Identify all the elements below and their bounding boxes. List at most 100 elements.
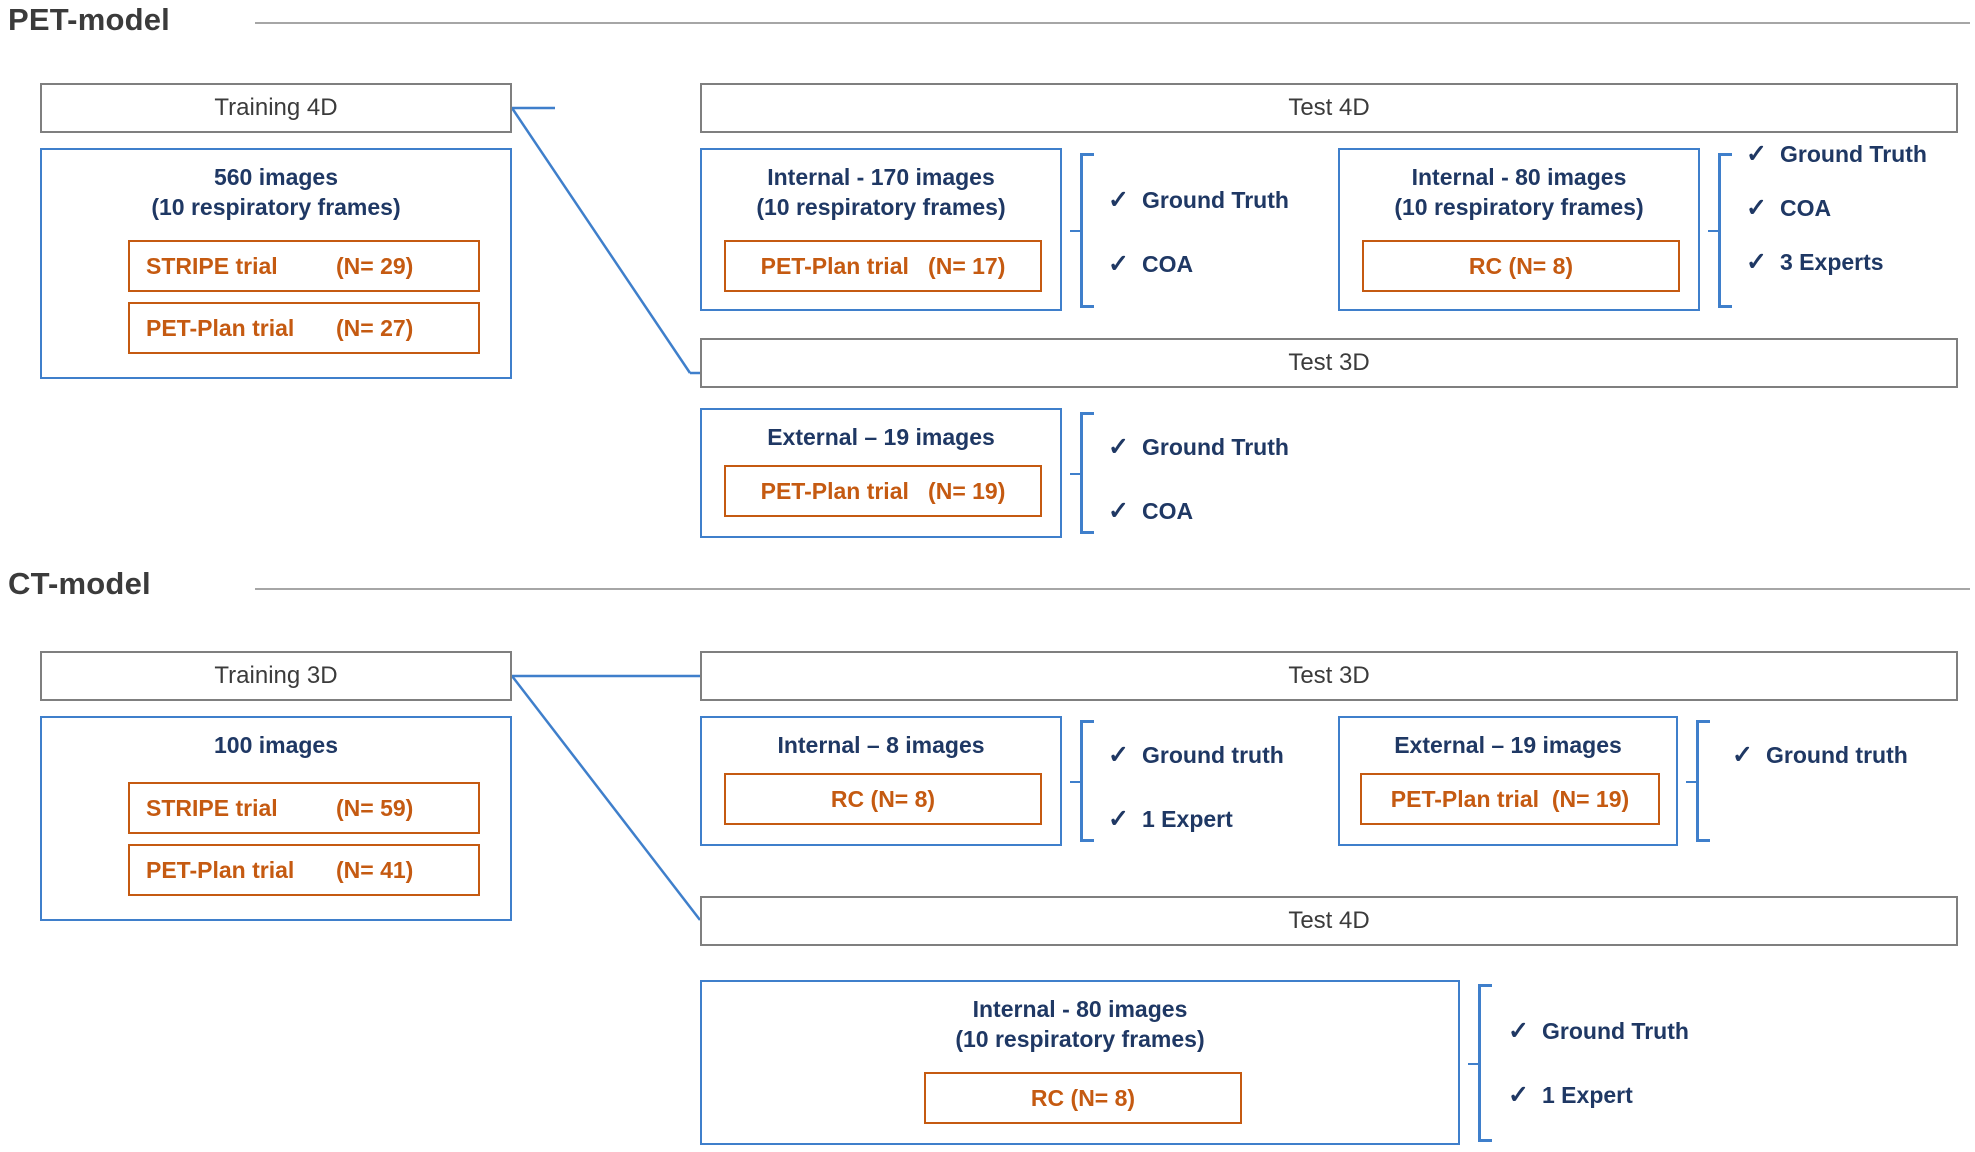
check-icon: ✓ (1746, 194, 1767, 222)
check-item: ✓ COA (1108, 496, 1289, 526)
check-label: Ground truth (1766, 741, 1908, 768)
group-headline: External – 19 images (1394, 732, 1622, 758)
training-headline: 560 images (10 respiratory frames) (151, 164, 401, 221)
bracket-external-19-ct (1696, 720, 1710, 842)
bar-test-4d-pet: Test 4D (700, 83, 1958, 133)
check-icon: ✓ (1108, 433, 1129, 461)
check-item: ✓ Ground truth (1108, 740, 1284, 770)
group-headline: Internal - 80 images (10 respiratory fra… (1394, 164, 1644, 221)
section-rule-ct (255, 588, 1970, 590)
checklist-internal-80-ct: ✓ Ground Truth ✓ 1 Expert (1508, 1016, 1689, 1110)
trial-name: STRIPE trial (146, 794, 278, 821)
check-label: Ground Truth (1142, 186, 1289, 213)
trial-count: (N= 41) (336, 856, 414, 883)
trial-count: (N= 27) (336, 314, 414, 341)
bracket-nub (1070, 230, 1082, 232)
check-item: ✓ 1 Expert (1508, 1080, 1689, 1110)
trial-name: PET-Plan trial (146, 314, 295, 341)
check-label: Ground Truth (1780, 140, 1927, 167)
group-headline: External – 19 images (767, 424, 995, 450)
bar-label: Training 4D (214, 94, 338, 121)
check-label: 3 Experts (1780, 248, 1884, 275)
trial-box-petplan-19-pet: PET-Plan trial (N= 19) (724, 465, 1042, 517)
check-item: ✓ COA (1746, 193, 1927, 223)
check-icon: ✓ (1108, 805, 1129, 833)
check-item: ✓ Ground truth (1732, 740, 1908, 770)
check-icon: ✓ (1508, 1017, 1529, 1045)
bar-label: Test 3D (1288, 349, 1370, 376)
checklist-external-19-pet: ✓ Ground Truth ✓ COA (1108, 432, 1289, 526)
trial-box-petplan-17: PET-Plan trial (N= 17) (724, 240, 1042, 292)
bracket-internal-8-ct (1080, 720, 1094, 842)
checklist-internal-8-ct: ✓ Ground truth ✓ 1 Expert (1108, 740, 1284, 834)
training-headline: 100 images (213, 732, 339, 758)
test-group-internal-80-ct: Internal - 80 images (10 respiratory fra… (700, 980, 1460, 1145)
bar-test-3d-pet: Test 3D (700, 338, 1958, 388)
group-headline: Internal - 170 images (10 respiratory fr… (756, 164, 1006, 221)
test-group-external-19-ct: External – 19 images PET-Plan trial (N= … (1338, 716, 1678, 846)
check-icon: ✓ (1108, 497, 1129, 525)
training-group-ct: 100 images STRIPE trial (N= 59) PET-Plan… (40, 716, 512, 921)
check-label: Ground Truth (1142, 433, 1289, 460)
bar-label: Test 3D (1288, 662, 1370, 689)
bar-label: Test 4D (1288, 907, 1370, 934)
group-headline: Internal – 8 images (777, 732, 985, 758)
check-label: 1 Expert (1142, 805, 1233, 832)
trial-box-stripe-ct: STRIPE trial (N= 59) (128, 782, 480, 834)
check-label: COA (1142, 497, 1194, 524)
check-item: ✓ Ground Truth (1108, 185, 1289, 215)
trial-box-petplan-ct: PET-Plan trial (N= 41) (128, 844, 480, 896)
trial-box-stripe: STRIPE trial (N= 29) (128, 240, 480, 292)
check-item: ✓ 3 Experts (1746, 247, 1927, 277)
trial-name: PET-Plan trial (146, 856, 295, 883)
check-item: ✓ Ground Truth (1746, 139, 1927, 169)
bracket-nub (1468, 1063, 1480, 1065)
bracket-nub (1070, 781, 1082, 783)
check-icon: ✓ (1746, 140, 1767, 168)
test-group-internal-8-ct: Internal – 8 images RC (N= 8) (700, 716, 1062, 846)
trial-name: STRIPE trial (146, 252, 278, 279)
trial-box-petplan-19-ct: PET-Plan trial (N= 19) (1360, 773, 1660, 825)
check-icon: ✓ (1732, 741, 1753, 769)
section-rule-pet (255, 22, 1970, 24)
check-label: COA (1780, 194, 1832, 221)
checklist-internal-170: ✓ Ground Truth ✓ COA (1108, 185, 1289, 279)
bar-training-4d: Training 4D (40, 83, 512, 133)
check-icon: ✓ (1108, 741, 1129, 769)
section-title-ct: CT-model (8, 566, 151, 601)
trial-box-petplan: PET-Plan trial (N= 27) (128, 302, 480, 354)
check-icon: ✓ (1508, 1081, 1529, 1109)
bar-training-3d: Training 3D (40, 651, 512, 701)
bracket-internal-80-ct (1478, 984, 1492, 1142)
trial-box-rc-8: RC (N= 8) (1362, 240, 1680, 292)
trial-box-rc-8-ct: RC (N= 8) (724, 773, 1042, 825)
checklist-external-19-ct: ✓ Ground truth (1732, 740, 1908, 770)
check-label: Ground truth (1142, 741, 1284, 768)
checklist-internal-80-pet: ✓ Ground Truth ✓ COA ✓ 3 Experts (1746, 139, 1927, 277)
check-item: ✓ COA (1108, 249, 1289, 279)
check-icon: ✓ (1108, 186, 1129, 214)
check-item: ✓ Ground Truth (1108, 432, 1289, 462)
check-label: Ground Truth (1542, 1017, 1689, 1044)
check-label: 1 Expert (1542, 1081, 1633, 1108)
trial-box-rc-8-ct4d: RC (N= 8) (924, 1072, 1242, 1124)
group-headline: Internal - 80 images (10 respiratory fra… (955, 996, 1205, 1053)
trial-count: (N= 59) (336, 794, 414, 821)
check-item: ✓ Ground Truth (1508, 1016, 1689, 1046)
bar-test-4d-ct: Test 4D (700, 896, 1958, 946)
trial-count: (N= 29) (336, 252, 414, 279)
bracket-nub (1708, 230, 1720, 232)
bracket-external-19-pet (1080, 412, 1094, 534)
training-group-pet: 560 images (10 respiratory frames) STRIP… (40, 148, 512, 379)
bar-label: Test 4D (1288, 94, 1370, 121)
check-item: ✓ 1 Expert (1108, 804, 1284, 834)
bracket-internal-170 (1080, 153, 1094, 308)
bracket-nub (1070, 473, 1082, 475)
bracket-internal-80-pet (1718, 153, 1732, 308)
check-label: COA (1142, 250, 1194, 277)
bar-label: Training 3D (214, 662, 338, 689)
check-icon: ✓ (1108, 250, 1129, 278)
test-group-internal-80-pet: Internal - 80 images (10 respiratory fra… (1338, 148, 1700, 311)
test-group-internal-170: Internal - 170 images (10 respiratory fr… (700, 148, 1062, 311)
